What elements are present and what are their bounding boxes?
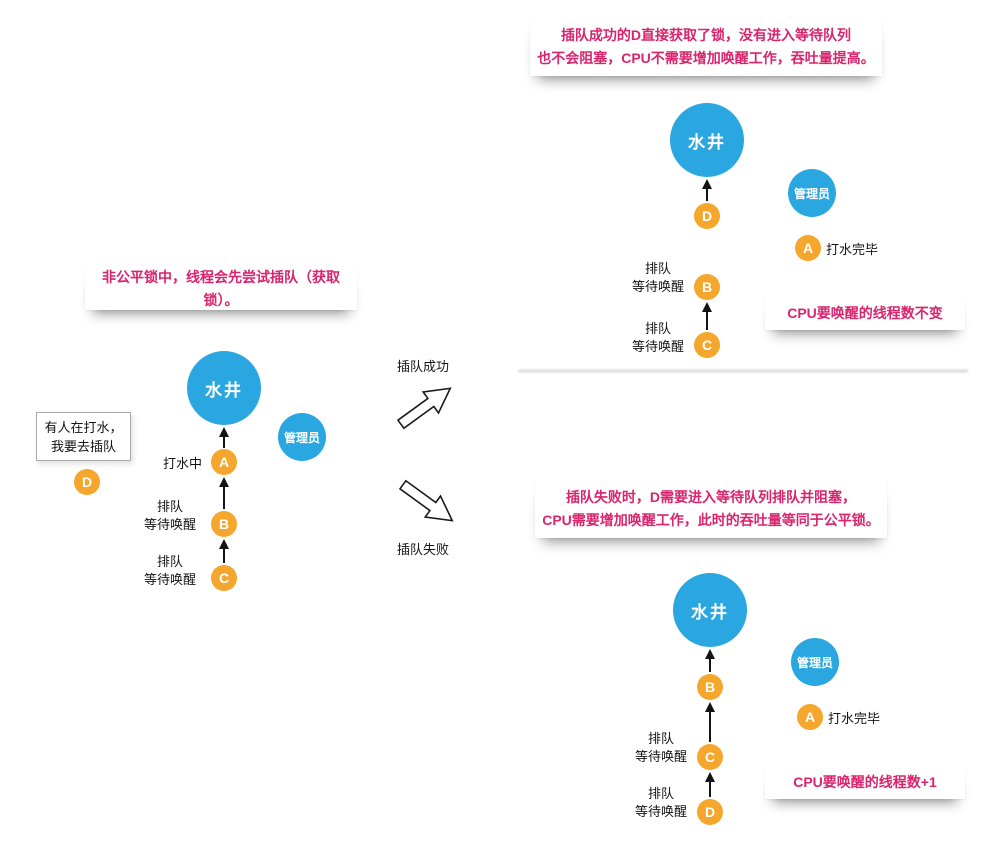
wait-wake-label: 等待唤醒	[634, 749, 687, 764]
wait-wake-label: 等待唤醒	[634, 804, 687, 819]
thread-d-status-label: 排队 等待唤醒	[629, 785, 693, 821]
success-cpu-note-card: CPU要唤醒的线程数不变	[765, 297, 965, 330]
thread-d-circle: D	[694, 203, 720, 229]
thread-a-circle: A	[797, 704, 823, 730]
wait-wake-label: 等待唤醒	[631, 339, 684, 354]
thread-b-status-label: 排队 等待唤醒	[135, 498, 205, 534]
wait-wake-label: 等待唤醒	[143, 572, 196, 587]
branch-success-arrow	[391, 374, 462, 438]
arrow-a-to-well	[219, 427, 229, 448]
section-divider	[518, 370, 968, 372]
arrow-d-to-c	[705, 772, 715, 797]
arrow-c-to-b	[705, 702, 715, 742]
queue-label: 排队	[156, 554, 183, 569]
thread-a-status-label: 打水中	[162, 456, 202, 471]
queue-label: 排队	[644, 321, 671, 336]
wait-wake-label: 等待唤醒	[143, 517, 196, 532]
thread-c-circle: C	[697, 744, 723, 770]
fail-note-line-2: CPU需要增加唤醒工作，此时的吞吐量等同于公平锁。	[542, 512, 880, 528]
branch-fail-label: 插队失败	[397, 542, 450, 557]
thread-c-status-label: 排队 等待唤醒	[629, 730, 693, 766]
success-note-line-2: 也不会阻塞，CPU不需要增加唤醒工作，吞吐量提高。	[537, 50, 875, 66]
thread-d-circle: D	[697, 799, 723, 825]
success-note-line-1: 插队成功的D直接获取了锁，没有进入等待队列	[560, 27, 852, 43]
thread-d-thought-box: 有人在打水， 我要去插队	[36, 412, 131, 461]
admin-circle: 管理员	[278, 413, 326, 461]
fail-cpu-note-text: CPU要唤醒的线程数+1	[793, 774, 937, 790]
well-circle: 水井	[187, 351, 261, 425]
fail-note-card: 插队失败时，D需要进入等待队列排队并阻塞， CPU需要增加唤醒工作，此时的吞吐量…	[535, 480, 887, 538]
arrow-c-to-b	[702, 302, 712, 330]
arrow-b-to-a	[219, 477, 229, 509]
queue-label: 排队	[647, 731, 674, 746]
thread-d-circle: D	[74, 469, 100, 495]
success-note-card: 插队成功的D直接获取了锁，没有进入等待队列 也不会阻塞，CPU不需要增加唤醒工作…	[530, 18, 882, 76]
thread-c-circle: C	[694, 332, 720, 358]
branch-fail-arrow	[393, 471, 464, 535]
queue-label: 排队	[156, 499, 183, 514]
thought-line-1: 有人在打水，	[44, 419, 123, 435]
queue-label: 排队	[644, 261, 671, 276]
well-circle: 水井	[670, 103, 744, 177]
thread-c-circle: C	[211, 565, 237, 591]
fail-cpu-note-card: CPU要唤醒的线程数+1	[765, 766, 965, 799]
thread-b-status-label: 排队 等待唤醒	[626, 260, 690, 296]
initial-note-text: 非公平锁中，线程会先尝试插队（获取锁）。	[102, 268, 340, 308]
arrow-c-to-b	[219, 539, 229, 563]
well-circle: 水井	[673, 573, 747, 647]
block-arrow-up-right-icon	[396, 387, 452, 430]
thought-line-2: 我要去插队	[50, 438, 116, 454]
thread-c-status-label: 排队 等待唤醒	[135, 553, 205, 589]
queue-label: 排队	[647, 786, 674, 801]
arrow-b-to-well	[705, 649, 715, 672]
initial-note-card: 非公平锁中，线程会先尝试插队（获取锁）。	[85, 267, 357, 310]
branch-success-label: 插队成功	[397, 359, 450, 374]
thread-b-circle: B	[694, 274, 720, 300]
admin-circle: 管理员	[788, 169, 836, 217]
block-arrow-down-right-icon	[398, 479, 454, 522]
wait-wake-label: 等待唤醒	[631, 279, 684, 294]
fail-note-line-1: 插队失败时，D需要进入等待队列排队并阻塞，	[565, 489, 857, 505]
success-cpu-note-text: CPU要唤醒的线程数不变	[787, 305, 943, 321]
thread-b-circle: B	[211, 511, 237, 537]
thread-a-circle: A	[211, 449, 237, 475]
thread-a-circle: A	[795, 235, 821, 261]
thread-b-circle: B	[697, 674, 723, 700]
thread-a-status-label: 打水完毕	[826, 242, 879, 257]
thread-c-status-label: 排队 等待唤醒	[626, 320, 690, 356]
arrow-d-to-well	[702, 179, 712, 201]
admin-circle: 管理员	[791, 638, 839, 686]
thread-a-status-label: 打水完毕	[828, 711, 881, 726]
